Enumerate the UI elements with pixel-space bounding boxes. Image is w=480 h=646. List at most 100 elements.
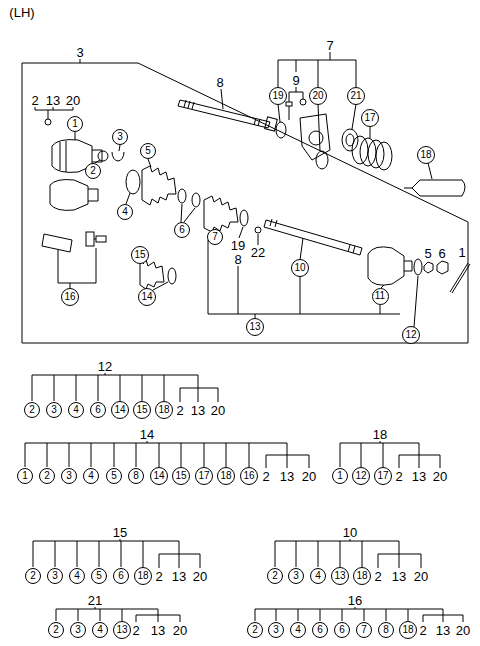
callout-number: 5 — [145, 146, 151, 156]
callout-circle: 14 — [111, 401, 129, 419]
callout-circle: 21 — [347, 87, 365, 105]
boot — [204, 196, 238, 232]
group-bracket — [278, 52, 356, 87]
part-label: 2 — [418, 624, 427, 637]
intermediate-shaft — [178, 100, 277, 131]
callout-circle: 17 — [195, 467, 213, 485]
callout-circle: 3 — [46, 402, 62, 418]
callout-circle: 6 — [312, 622, 328, 638]
part-label: 5 — [423, 247, 432, 260]
grease-tube — [404, 180, 465, 196]
callout-circle: 6 — [334, 622, 350, 638]
washer — [300, 99, 306, 105]
callout-number: 4 — [97, 625, 103, 635]
callout-circle: 1 — [332, 468, 348, 484]
callout-circle: 6 — [113, 568, 129, 584]
tree-line — [69, 443, 70, 467]
callout-circle: 18 — [399, 621, 417, 639]
tree-line — [340, 443, 419, 444]
tree-line — [218, 388, 219, 402]
part-label: 3 — [75, 46, 84, 59]
spring-damper — [352, 136, 392, 170]
boot-band — [178, 189, 186, 203]
callout-circle: 1 — [67, 116, 83, 132]
callout-circle: 3 — [47, 568, 63, 584]
tree-line — [181, 443, 182, 467]
tree-line — [142, 375, 143, 401]
callout-number: 18 — [137, 571, 148, 581]
callout-number: 2 — [29, 405, 35, 415]
part-label: 13 — [435, 624, 451, 637]
callout-circle: 14 — [150, 467, 168, 485]
callout-number: 2 — [252, 625, 258, 635]
callout-number: 2 — [272, 571, 278, 581]
callout-number: 5 — [111, 471, 117, 481]
tree-line — [419, 455, 420, 468]
callout-number: 6 — [339, 625, 345, 635]
callout-number: 21 — [350, 91, 361, 101]
inner-cv-joint — [50, 180, 98, 211]
tree-line — [198, 375, 199, 388]
part-label: 1 — [457, 246, 466, 259]
part-label: 13 — [391, 570, 407, 583]
snap-ring — [45, 119, 51, 125]
tree-line — [25, 443, 26, 467]
callout-circle: 13 — [331, 567, 349, 585]
callout-circle: 4 — [290, 622, 306, 638]
tree-line — [275, 541, 399, 542]
callout-circle: 17 — [374, 467, 392, 485]
callout-circle: 12 — [402, 326, 420, 344]
bearing — [342, 129, 358, 151]
part-label: 20 — [172, 624, 188, 637]
callout-circle: 3 — [268, 622, 284, 638]
callout-circle: 18 — [217, 467, 235, 485]
callout-number: 16 — [243, 471, 254, 481]
callout-number: 2 — [44, 471, 50, 481]
group-bracket — [208, 240, 400, 319]
part-label: 19 — [230, 239, 246, 252]
callout-number: 3 — [293, 571, 299, 581]
dust-seal — [276, 122, 286, 138]
callout-circle: 12 — [352, 467, 370, 485]
part-label: 20 — [432, 470, 448, 483]
tree-line — [78, 609, 79, 621]
callout-circle: 15 — [133, 401, 151, 419]
tree-line — [98, 375, 99, 401]
callout-circle: 18 — [134, 567, 152, 585]
tree-line — [249, 443, 250, 467]
callout-number: 4 — [315, 571, 321, 581]
callout-number: 3 — [52, 571, 58, 581]
callout-number: 6 — [317, 625, 323, 635]
part-label: 6 — [437, 247, 446, 260]
callout-circle: 8 — [378, 622, 394, 638]
callout-number: 14 — [141, 292, 152, 302]
part-label: 20 — [301, 470, 317, 483]
callout-circle: 3 — [288, 568, 304, 584]
part-label: 15 — [112, 526, 128, 539]
callout-number: 15 — [175, 471, 186, 481]
callout-number: 18 — [420, 150, 431, 160]
tree-line — [33, 541, 34, 567]
callout-number: 20 — [312, 91, 323, 101]
callout-number: 12 — [405, 330, 416, 340]
callout-number: 3 — [273, 625, 279, 635]
callout-circle: 2 — [48, 622, 64, 638]
callout-number: 12 — [355, 471, 366, 481]
callout-circle: 13 — [246, 318, 264, 336]
tree-line — [100, 609, 101, 621]
callout-number: 4 — [73, 405, 79, 415]
part-label: 13 — [45, 94, 61, 107]
tree-line — [275, 541, 276, 567]
tree-line — [204, 443, 205, 467]
callout-number: 4 — [88, 471, 94, 481]
callout-circle: 8 — [128, 468, 144, 484]
tree-line — [399, 554, 400, 568]
callout-circle: 3 — [61, 468, 77, 484]
outer-cv-joint — [368, 247, 412, 285]
callout-circle: 18 — [353, 567, 371, 585]
part-label: 16 — [347, 594, 363, 607]
callout-number: 3 — [75, 625, 81, 635]
tree-line — [276, 609, 277, 621]
part-label: 13 — [411, 470, 427, 483]
callout-circle: 4 — [310, 568, 326, 584]
